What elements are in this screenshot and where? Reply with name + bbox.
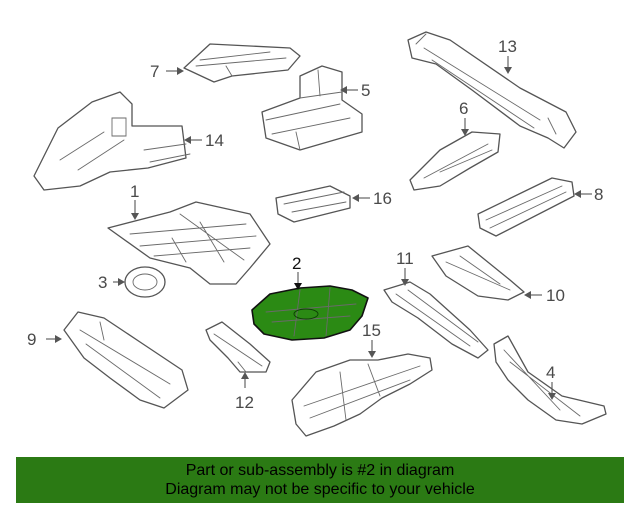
part-7[interactable] bbox=[183, 43, 301, 83]
part-14[interactable] bbox=[33, 91, 191, 191]
callout-label-8: 8 bbox=[594, 185, 603, 204]
callout-16: 16 bbox=[352, 189, 392, 208]
callout-label-14: 14 bbox=[205, 131, 224, 150]
part-5[interactable] bbox=[261, 65, 363, 151]
info-banner: Part or sub-assembly is #2 in diagram Di… bbox=[16, 457, 624, 503]
callout-7: 7 bbox=[150, 62, 184, 81]
part-3[interactable] bbox=[124, 266, 166, 298]
part-11[interactable] bbox=[383, 281, 489, 359]
callout-label-10: 10 bbox=[546, 286, 565, 305]
part-9[interactable] bbox=[63, 311, 189, 409]
callout-9: 9 bbox=[27, 330, 62, 349]
part-16[interactable] bbox=[275, 185, 351, 223]
callout-6: 6 bbox=[459, 99, 469, 136]
part-13[interactable] bbox=[407, 31, 577, 149]
callout-label-12: 12 bbox=[235, 393, 254, 412]
part-8[interactable] bbox=[477, 177, 575, 237]
callout-label-15: 15 bbox=[362, 321, 381, 340]
callout-14: 14 bbox=[184, 131, 224, 150]
part-10[interactable] bbox=[431, 245, 525, 301]
callout-label-7: 7 bbox=[150, 62, 159, 81]
callout-label-4: 4 bbox=[546, 363, 555, 382]
callout-1: 1 bbox=[130, 182, 139, 220]
callout-label-2: 2 bbox=[292, 254, 301, 273]
part-4[interactable] bbox=[493, 335, 607, 425]
callout-label-13: 13 bbox=[498, 37, 517, 56]
callout-label-3: 3 bbox=[98, 273, 107, 292]
callout-label-6: 6 bbox=[459, 99, 468, 118]
part-1[interactable] bbox=[107, 201, 271, 285]
parts-diagram: 7 5 14 13 6 16 8 1 2 bbox=[27, 31, 607, 437]
part-2[interactable] bbox=[251, 285, 369, 341]
part-15[interactable] bbox=[291, 353, 433, 437]
callout-5: 5 bbox=[340, 81, 370, 100]
callout-label-9: 9 bbox=[27, 330, 36, 349]
callout-label-5: 5 bbox=[361, 81, 370, 100]
callout-8: 8 bbox=[574, 185, 603, 204]
banner-line-1: Part or sub-assembly is #2 in diagram bbox=[185, 462, 455, 479]
callout-10: 10 bbox=[524, 286, 565, 305]
callout-12: 12 bbox=[235, 372, 254, 412]
banner-line-2: Diagram may not be specific to your vehi… bbox=[165, 481, 475, 498]
callout-label-1: 1 bbox=[130, 182, 139, 201]
callout-label-11: 11 bbox=[396, 249, 414, 268]
callout-4: 4 bbox=[546, 363, 556, 400]
callout-3: 3 bbox=[98, 273, 125, 292]
part-12[interactable] bbox=[205, 321, 271, 373]
callout-15: 15 bbox=[362, 321, 381, 358]
part-6[interactable] bbox=[409, 131, 501, 191]
callout-11: 11 bbox=[396, 249, 414, 286]
callout-2: 2 bbox=[292, 254, 302, 290]
callout-13: 13 bbox=[498, 37, 517, 74]
callout-label-16: 16 bbox=[373, 189, 392, 208]
